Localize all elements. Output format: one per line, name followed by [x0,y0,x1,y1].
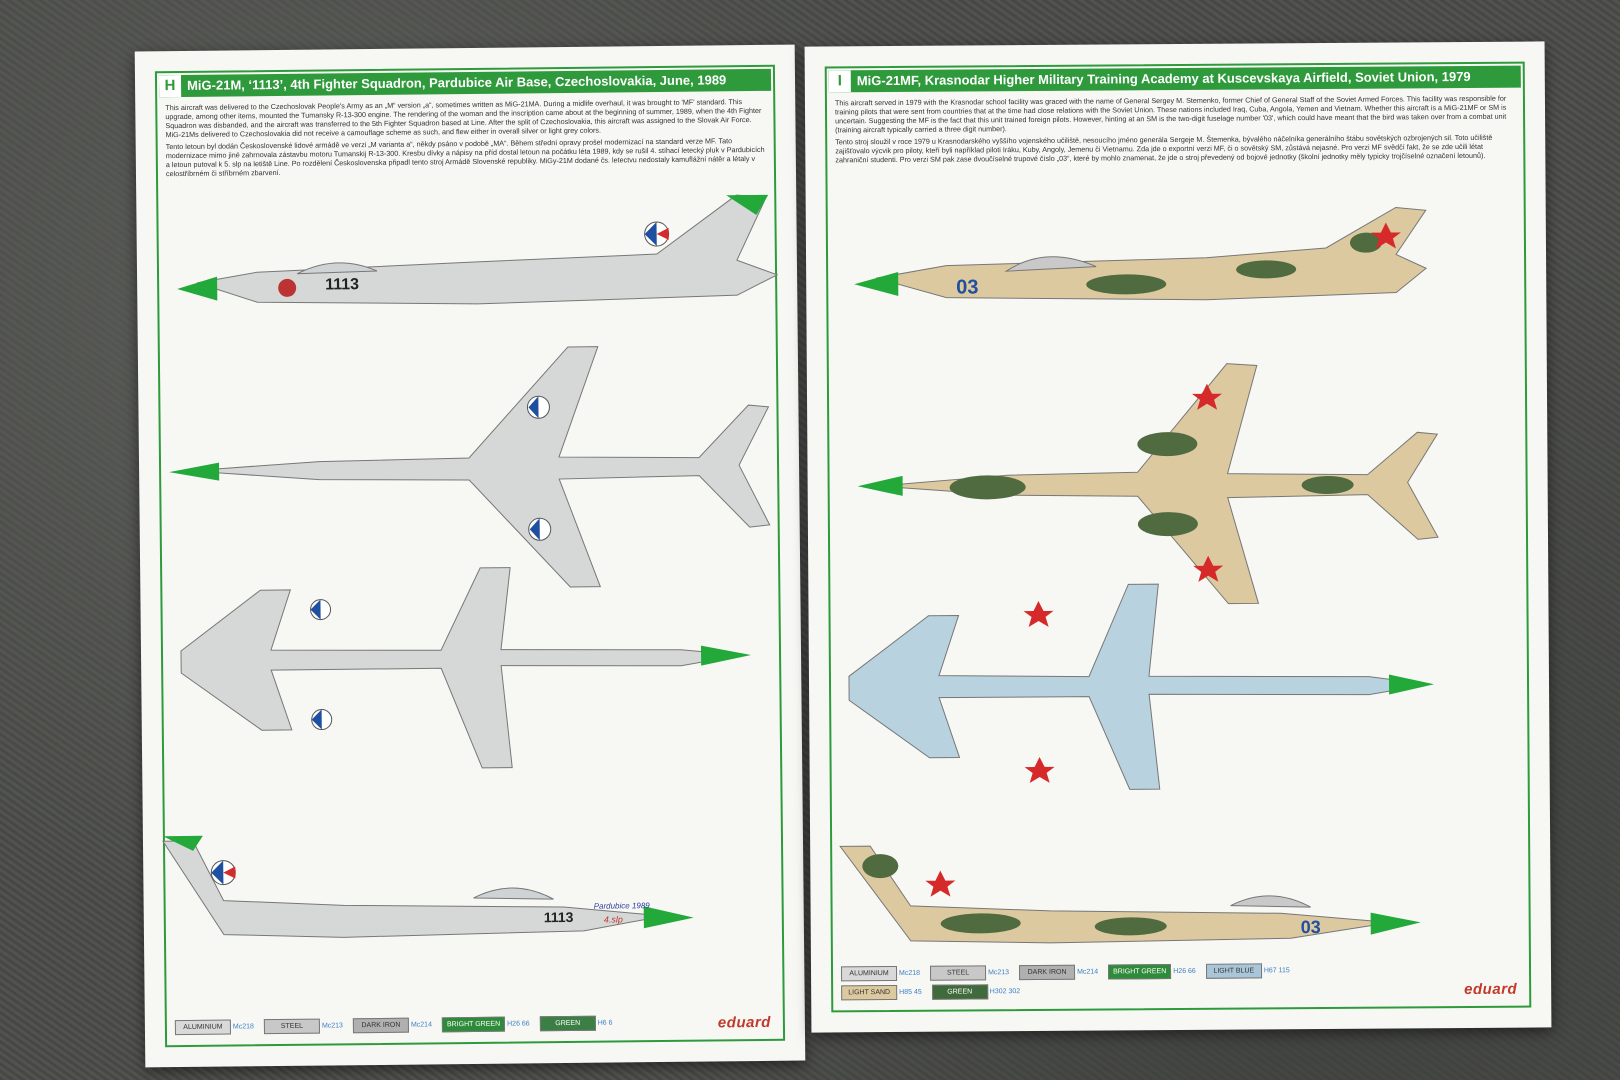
left-unit-text: 4.slp [604,914,623,924]
left-side-view-bottom: 1113 Pardubice 1989 4.slp [162,835,694,938]
right-top-plan-view [857,363,1439,605]
left-bottom-view [180,567,752,769]
right-side-view-bottom: 03 [839,845,1421,944]
left-aircraft-drawings: 1113 1113 [162,194,779,938]
left-brand-logo: eduard [717,1013,771,1032]
left-top-serial: 1113 [325,276,359,293]
right-side-view-top: 03 [854,206,1428,301]
right-brand-logo: eduard [1464,980,1518,999]
left-bottom-serial: 1113 [544,909,574,925]
right-top-serial: 03 [956,276,978,298]
right-bottom-serial: 03 [1301,917,1321,937]
right-aircraft-drawings: 03 03 [839,206,1439,944]
right-bottom-view [848,583,1435,790]
left-side-view-top: 1113 [177,194,779,305]
left-script-text: Pardubice 1989 [594,901,651,911]
left-top-plan-view [169,346,771,588]
